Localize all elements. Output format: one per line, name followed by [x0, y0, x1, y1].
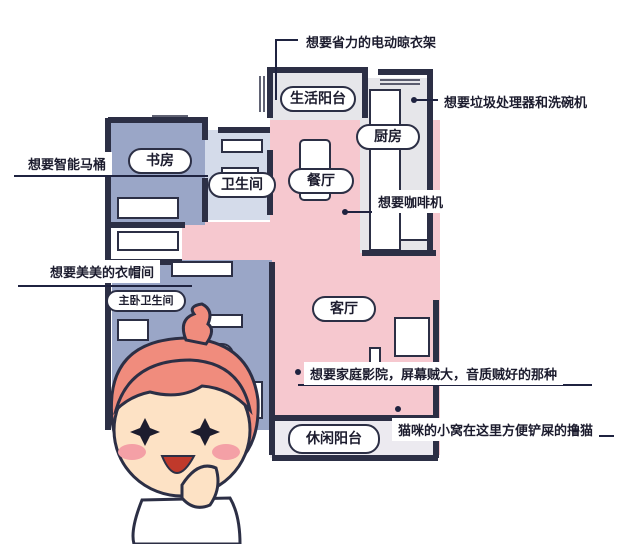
room-label-kitchen: 厨房	[356, 124, 420, 150]
note-coffee-machine: 想要咖啡机	[372, 190, 450, 213]
leader-dots	[295, 97, 417, 412]
room-label-living: 客厅	[312, 296, 376, 322]
note-walk-in-closet: 想要美美的衣帽间	[44, 260, 161, 283]
room-label-study: 书房	[128, 148, 192, 174]
window-blinds	[152, 76, 420, 123]
cartoon-girl-illustration	[109, 302, 260, 544]
room-label-dining: 餐厅	[288, 168, 354, 194]
room-label-leisure-balcony: 休闲阳台	[288, 424, 380, 454]
note-smart-toilet: 想要智能马桶	[22, 152, 113, 175]
note-drying-rack: 想要省力的电动晾衣架	[300, 30, 443, 53]
room-label-master-bath: 主卧卫生间	[106, 290, 186, 312]
note-cat-nest: 猫咪的小窝在这里方便铲屎的撸猫	[392, 418, 600, 441]
room-label-bathroom: 卫生间	[208, 172, 276, 198]
note-home-theater: 想要家庭影院，屏幕贼大，音质贼好的那种	[304, 362, 564, 385]
note-disposer-dishwasher: 想要垃圾处理器和洗碗机	[438, 90, 594, 113]
room-label-utility-balcony: 生活阳台	[280, 86, 356, 112]
